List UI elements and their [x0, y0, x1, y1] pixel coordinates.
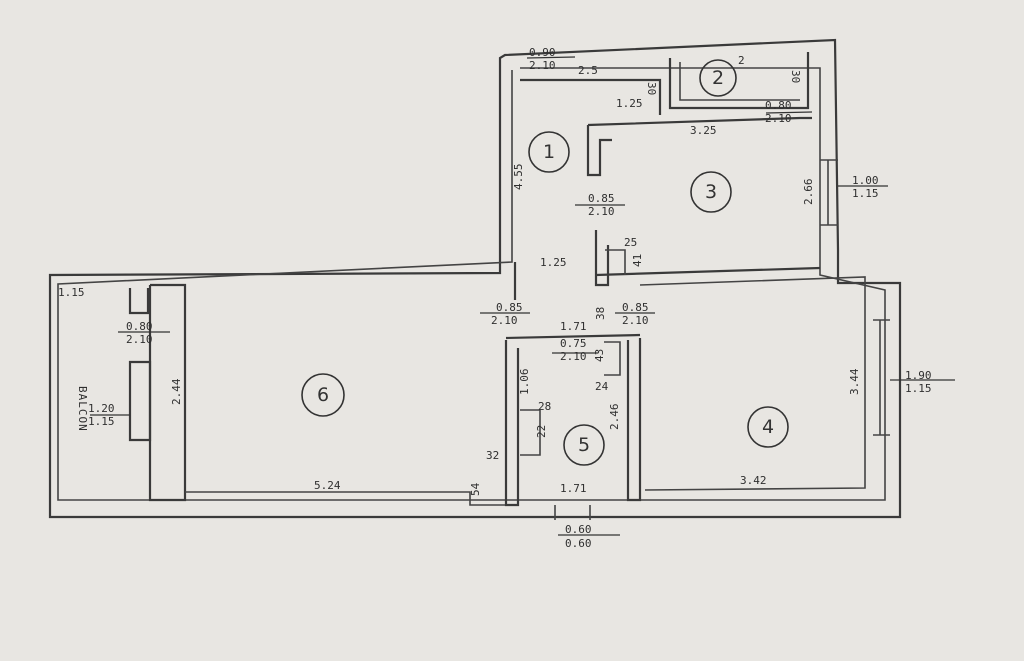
window-room4	[873, 319, 890, 436]
bath-fixture	[520, 409, 541, 456]
dim-1-71-b: 1.71	[560, 482, 587, 495]
dim-060-a: 0.60	[565, 523, 592, 536]
dim-075: 0.75	[560, 337, 587, 350]
wall-balcony-pier	[128, 360, 152, 442]
dim-2-5: 2.5	[578, 64, 598, 77]
dim-090: 0.90	[529, 46, 556, 59]
room-5-circle	[563, 424, 605, 466]
wall-room3-stub	[594, 230, 610, 287]
dim-2-46: 2.46	[608, 404, 621, 431]
room-2-circle	[699, 59, 737, 97]
dim-2-66: 2.66	[802, 179, 815, 206]
dim-3-25: 3.25	[690, 124, 717, 137]
dim-120: 1.20	[88, 402, 115, 415]
dimension-labels: 0.90 2.10 2.5 30 2 30 1.25 0.80 2.10 3.2…	[58, 46, 932, 550]
wall-bath-top	[505, 333, 641, 340]
wall-room3-bottom	[595, 266, 821, 277]
wall-room4	[639, 276, 866, 491]
dim-2-b: 2	[738, 54, 745, 67]
interior-walls	[128, 52, 890, 520]
dim-210-r1: 2.10	[588, 205, 615, 218]
dimension-rules	[90, 56, 955, 536]
dim-1-06: 1.06	[518, 369, 531, 396]
wall-room3-left-stub	[586, 125, 612, 177]
dim-210-l: 2.10	[491, 314, 518, 327]
dim-41: 41	[631, 254, 644, 267]
dim-2-44-a: 2.44	[170, 378, 183, 405]
dim-30-a: 30	[645, 82, 658, 95]
dim-060-b: 0.60	[565, 537, 592, 550]
window-bottom	[554, 505, 591, 520]
dim-24: 24	[595, 380, 609, 393]
dim-190: 1.90	[905, 369, 932, 382]
dim-210-b: 2.10	[765, 112, 792, 125]
room-4-number: 4	[762, 416, 774, 438]
dim-210-r: 2.10	[622, 314, 649, 327]
dim-1-15: 1.15	[58, 286, 85, 299]
dim-085-r: 0.85	[622, 301, 649, 314]
balcony-label: BALCON	[76, 386, 89, 432]
room-5-number: 5	[578, 434, 590, 456]
dim-5-24: 5.24	[314, 479, 341, 492]
outer-wall-outline	[48, 38, 902, 519]
room3-stub-small	[605, 249, 626, 275]
room-6-number: 6	[317, 384, 329, 406]
room-2-number: 2	[712, 67, 724, 89]
dim-115-b: 1.15	[88, 415, 115, 428]
dim-100: 1.00	[852, 174, 879, 187]
dim-25: 25	[624, 236, 637, 249]
dim-115-a: 1.15	[852, 187, 879, 200]
dim-38: 38	[594, 307, 607, 320]
rule-090	[526, 56, 576, 59]
dim-080-a: 0.80	[765, 99, 792, 112]
room-3-circle	[690, 171, 732, 213]
window-room3	[820, 159, 838, 226]
room-6-circle	[301, 373, 345, 417]
dim-210-c: 2.10	[126, 333, 153, 346]
dim-22: 22	[535, 425, 548, 438]
rule-080-a	[765, 111, 813, 114]
dim-3-44: 3.44	[848, 368, 861, 395]
dim-54: 54	[469, 482, 482, 496]
dim-30-b: 30	[789, 70, 802, 83]
wall-balcony-stub	[128, 288, 150, 315]
room-2-walls	[668, 52, 810, 110]
bath-stub-top	[604, 341, 621, 376]
dim-3-42: 3.42	[740, 474, 767, 487]
wall-room3-top	[587, 116, 812, 127]
room-1-circle	[528, 131, 570, 173]
outer-walls	[48, 38, 902, 519]
dim-4-55: 4.55	[512, 164, 525, 191]
dim-28: 28	[538, 400, 551, 413]
inner-wall-outline	[57, 67, 886, 501]
dim-085-r1: 0.85	[588, 192, 615, 205]
dim-1-25-b: 1.25	[540, 256, 567, 269]
room-3-number: 3	[705, 181, 717, 203]
wall-room6-bottom	[185, 491, 505, 506]
room-1-number: 1	[543, 141, 555, 163]
dim-080-c: 0.80	[126, 320, 153, 333]
room-markers: 1 2 3 4 5 6	[301, 59, 789, 466]
dim-210-d: 2.10	[560, 350, 587, 363]
dim-32: 32	[486, 449, 499, 462]
wall-room1-top	[520, 78, 662, 115]
dim-210-a: 2.10	[529, 59, 556, 72]
dim-43: 43	[593, 349, 606, 362]
room-2-inner	[679, 62, 800, 101]
wall-bath-right	[626, 338, 642, 502]
dim-085-l: 0.85	[496, 301, 523, 314]
dim-1-25-a: 1.25	[616, 97, 643, 110]
dim-1-71-a: 1.71	[560, 320, 587, 333]
wall-bath-left	[504, 340, 520, 507]
dim-115-c: 1.15	[905, 382, 932, 395]
room-4-circle	[747, 406, 789, 448]
